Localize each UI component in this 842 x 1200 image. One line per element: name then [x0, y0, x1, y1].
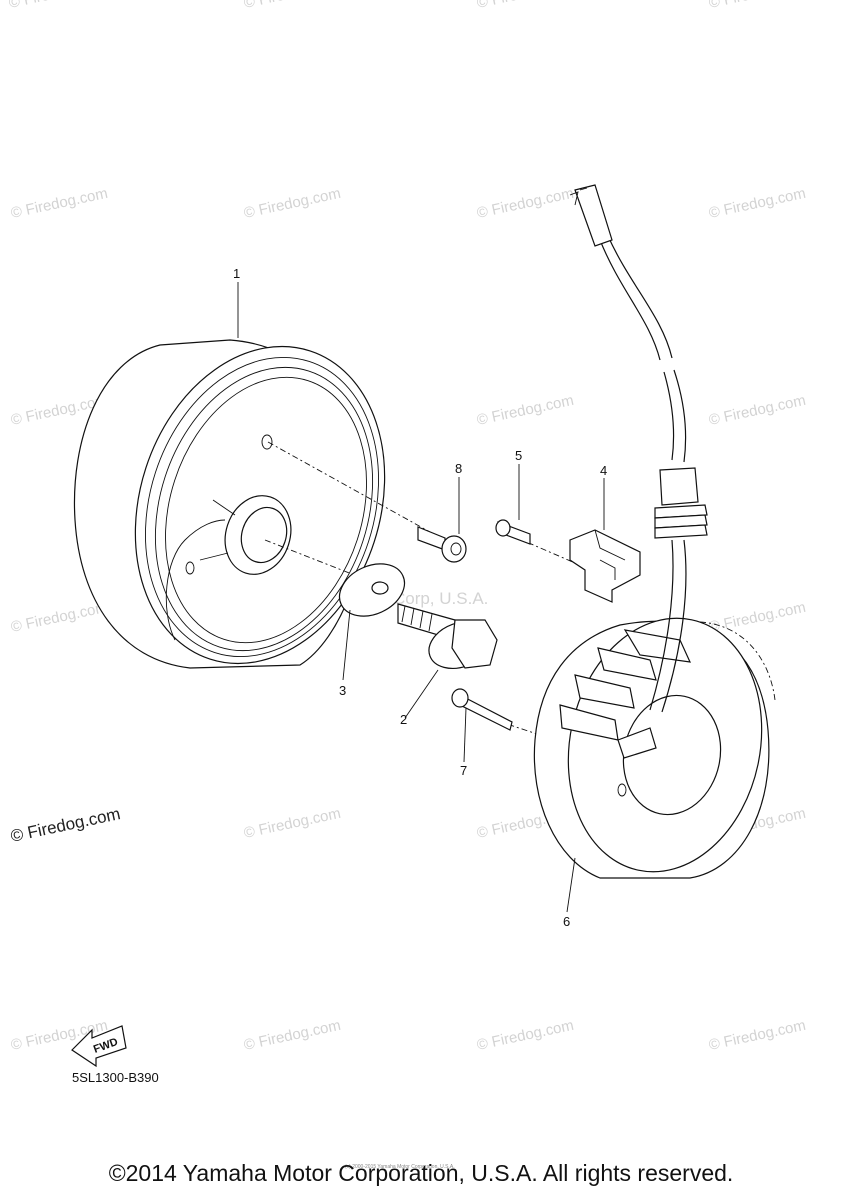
callout-2: 2 [400, 712, 407, 727]
watermark: © Firedog.com [707, 185, 807, 222]
fwd-arrow-icon: FWD [71, 1025, 127, 1068]
watermark: © Firedog.com [7, 0, 107, 12]
clamp-bracket-4 [569, 478, 641, 603]
watermark: © Firedog.com [242, 805, 342, 842]
callout-7: 7 [460, 763, 467, 778]
small-note: (c) 2000-2015 Yamaha Motor Corporation, … [345, 1164, 455, 1170]
centerline [267, 441, 431, 533]
rotor-flywheel [73, 282, 386, 669]
long-bolt-7 [451, 688, 513, 763]
copyright-notice: ©2014 Yamaha Motor Corporation, U.S.A. A… [108, 1160, 734, 1186]
watermark: © Firedog.com [707, 0, 807, 12]
watermark: © Firedog.com [475, 0, 575, 12]
watermark: © Firedog.com [475, 185, 575, 222]
watermark: © Firedog.com [475, 1017, 575, 1054]
flange-bolt-2 [397, 603, 498, 719]
callout-3: 3 [339, 683, 346, 698]
watermark: © Firedog.com [475, 392, 575, 429]
callout-5: 5 [515, 448, 522, 463]
centerline [494, 719, 541, 736]
watermark: © Firedog.com [707, 599, 807, 636]
washer-3 [338, 563, 406, 681]
watermark-dark: © Firedog.com [9, 804, 122, 846]
bolt-8 [417, 477, 467, 563]
watermark: © Firedog.com [707, 1017, 807, 1054]
wire-harness [569, 184, 708, 713]
watermark: © Firedog.com [9, 185, 109, 222]
screw-5 [495, 464, 531, 545]
watermark: © Firedog.com [242, 185, 342, 222]
watermark: © Firedog.com [242, 1017, 342, 1054]
stator-6 [533, 617, 776, 913]
watermark: © Firedog.com [242, 0, 342, 12]
callout-1: 1 [233, 266, 240, 281]
watermark: © Firedog.com [9, 599, 109, 636]
callout-8: 8 [455, 461, 462, 476]
diagram-code: 5SL1300-B390 [72, 1070, 159, 1085]
callout-4: 4 [600, 463, 607, 478]
watermark: © Firedog.com [707, 392, 807, 429]
watermark-layer: © Firedog.com © Firedog.com © Firedog.co… [7, 0, 807, 1054]
callout-6: 6 [563, 914, 570, 929]
